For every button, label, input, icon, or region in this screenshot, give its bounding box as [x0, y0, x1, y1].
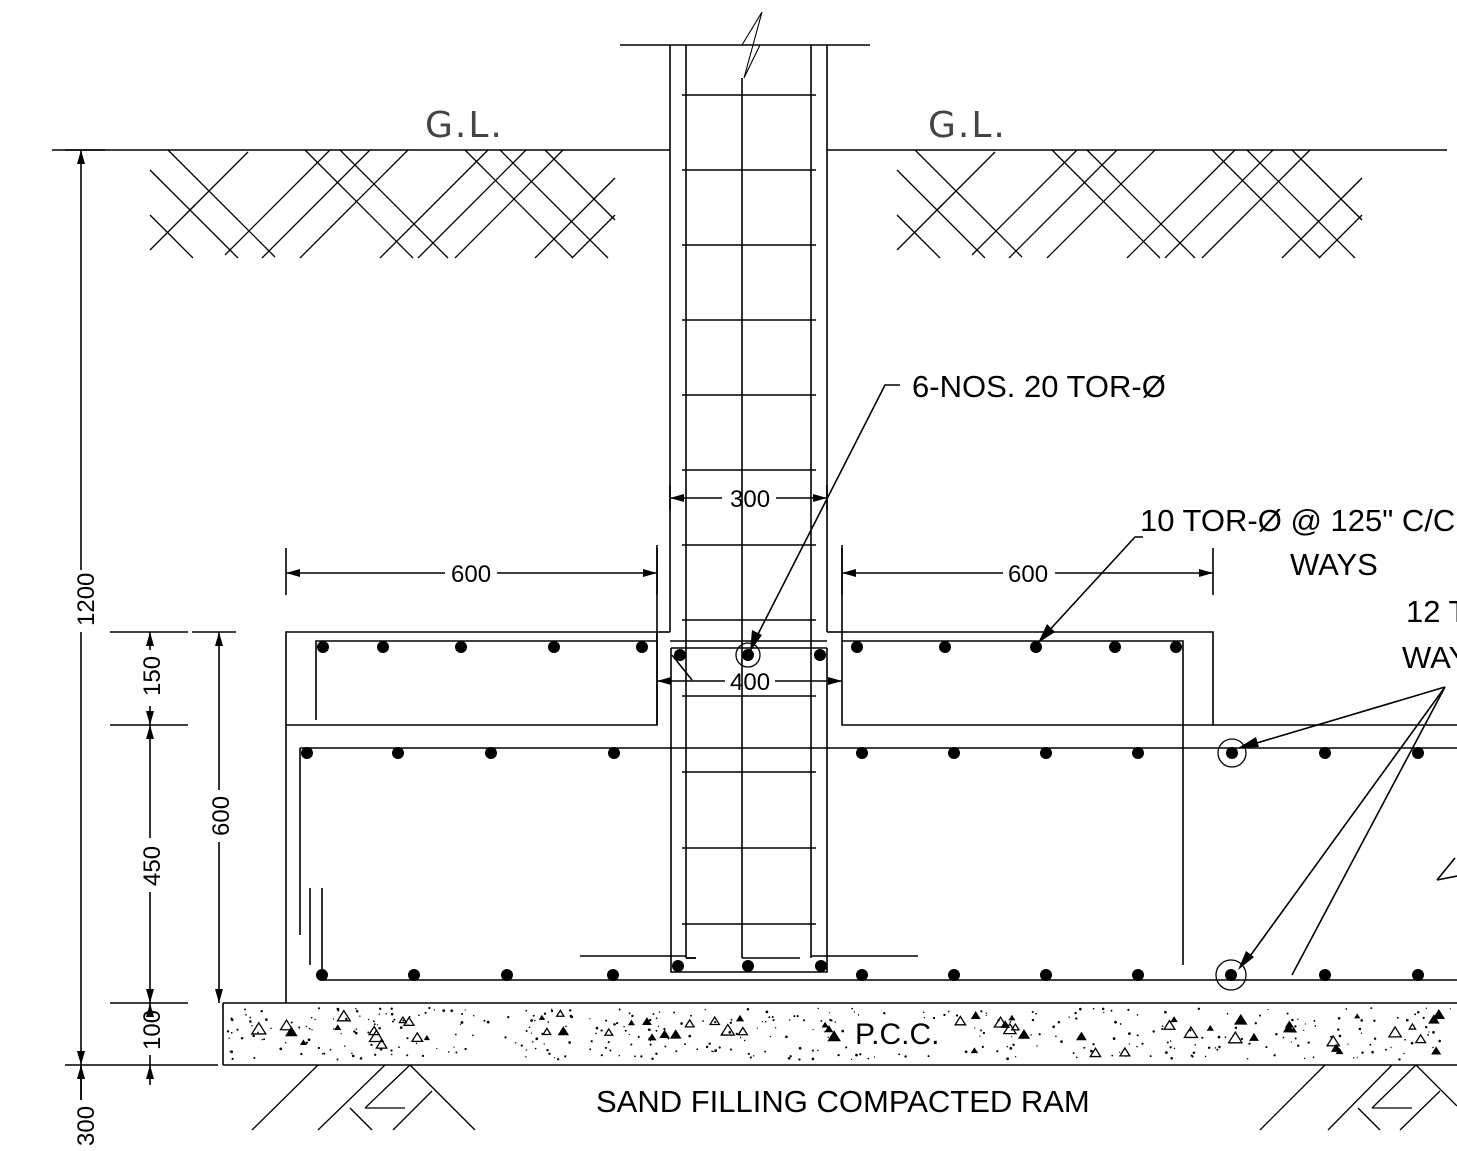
rebar-dot — [1319, 969, 1331, 981]
top-slab-bars — [317, 641, 1182, 668]
leader-beam-bars — [1238, 686, 1457, 976]
column — [620, 11, 870, 958]
dimension-beam-middle — [110, 725, 188, 1004]
rebar-dot — [316, 969, 328, 981]
dim-right-projection: 600 — [1008, 561, 1048, 588]
rebar-dot — [485, 747, 497, 759]
rebar-highlight-ring — [1217, 738, 1247, 768]
rebar-dot — [851, 641, 863, 653]
beam-reinforcement — [299, 747, 1457, 981]
earth-hatch-left — [149, 149, 616, 259]
mesh-bars-callout-line2: WAYS — [1290, 547, 1378, 582]
rebar-dot — [1412, 969, 1424, 981]
rebar-dot — [608, 747, 620, 759]
dim-beam-middle: 450 — [139, 846, 166, 886]
rebar-highlight-ring — [1215, 959, 1247, 991]
rebar-dot — [856, 747, 868, 759]
rebar-dot — [939, 641, 951, 653]
dim-sand-depth: 300 — [73, 1106, 100, 1146]
rebar-dot — [1170, 641, 1182, 653]
rebar-dot — [1030, 641, 1042, 653]
dimension-column-width — [669, 485, 828, 510]
rebar-dot — [1109, 641, 1121, 653]
rebar-dot — [1319, 747, 1331, 759]
column-ties — [682, 94, 816, 925]
rebar-dot — [815, 960, 827, 972]
beam-bars-callout-line2: WAY — [1402, 640, 1457, 675]
rebar-dot — [501, 969, 513, 981]
rebar-dot — [1040, 747, 1052, 759]
dimension-pedestal-width — [657, 654, 842, 685]
rebar-dot — [742, 960, 754, 972]
ground-level-label-left: G.L. — [425, 105, 504, 146]
leader-column-bars — [750, 384, 900, 652]
rebar-dot — [672, 960, 684, 972]
rebar-dot — [548, 641, 560, 653]
rebar-dot — [636, 641, 648, 653]
ground-level-label-right: G.L. — [928, 105, 1007, 146]
sand-filling-label: SAND FILLING COMPACTED RAM — [596, 1084, 1090, 1119]
rebar-dot — [742, 649, 754, 661]
rebar-dot — [1132, 747, 1144, 759]
dimension-pcc — [146, 1003, 154, 1085]
beam-bars-callout-line1: 12 T — [1406, 594, 1457, 629]
dimension-left-projection — [285, 548, 658, 595]
pcc-aggregate-pattern — [226, 1006, 1451, 1061]
rebar-dot — [1132, 969, 1144, 981]
rebar-dot — [1225, 969, 1237, 981]
dim-footing-depth: 600 — [208, 796, 235, 836]
dim-left-projection: 600 — [451, 561, 491, 588]
middle-bars — [301, 738, 1424, 768]
dimension-right-projection — [841, 548, 1214, 595]
dim-column-width: 300 — [730, 486, 770, 513]
rebar-dot — [674, 649, 686, 661]
dim-pedestal-width: 400 — [730, 669, 770, 696]
rebar-dot — [1226, 747, 1238, 759]
dim-pcc-thickness: 100 — [139, 1010, 166, 1050]
rebar-dot — [301, 747, 313, 759]
rebar-dot — [408, 969, 420, 981]
mesh-bars-callout-line1: 10 TOR-Ø @ 125" C/C — [1140, 503, 1455, 538]
dimension-footing-depth — [192, 631, 236, 1003]
dimension-sand-depth — [77, 1065, 85, 1100]
rebar-dot — [1412, 747, 1424, 759]
rebar-dot — [948, 747, 960, 759]
slab-reinforcement — [315, 640, 1184, 973]
rebar-dot — [607, 969, 619, 981]
earth-hatch-right — [896, 149, 1363, 259]
pcc-bed — [222, 1002, 1457, 1066]
rebar-dot — [392, 747, 404, 759]
rebar-dot — [856, 969, 868, 981]
rebar-dot — [948, 969, 960, 981]
column-bars-callout: 6-NOS. 20 TOR-Ø — [912, 369, 1166, 404]
rebar-highlight-ring — [735, 642, 761, 668]
pcc-label: P.C.C. — [855, 1018, 939, 1051]
bottom-bars — [316, 959, 1424, 991]
dim-top-slab: 150 — [139, 656, 166, 696]
rebar-dot — [814, 649, 826, 661]
footing-outline — [285, 545, 1457, 1004]
rebar-dot — [377, 641, 389, 653]
rebar-dot — [317, 641, 329, 653]
dimension-top-slab — [110, 631, 188, 726]
sand-hatch — [251, 1064, 1457, 1131]
leader-mesh-bars — [1038, 536, 1143, 643]
dimension-total-depth — [65, 149, 218, 1100]
rebar-dot — [1040, 969, 1052, 981]
dim-total-depth: 1200 — [73, 573, 100, 626]
rebar-dot — [455, 641, 467, 653]
